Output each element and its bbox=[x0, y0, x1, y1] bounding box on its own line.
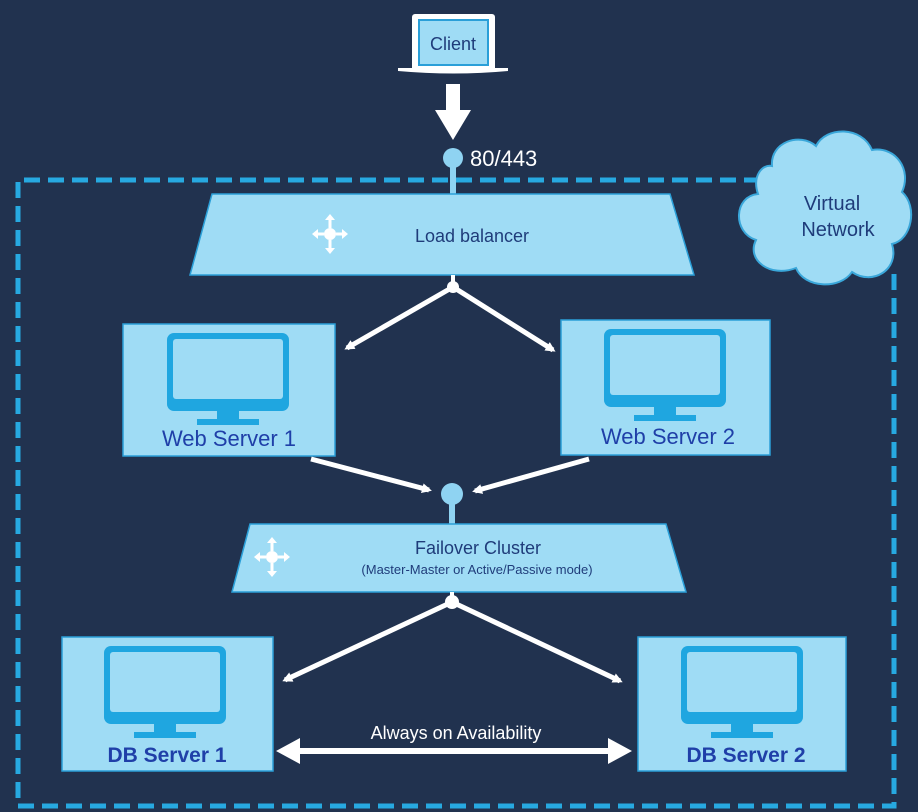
db-server-2-label: DB Server 2 bbox=[686, 744, 805, 767]
arrow-to-web-server-2 bbox=[451, 284, 556, 353]
port-node bbox=[443, 148, 463, 168]
db-server-1-monitor-icon bbox=[104, 646, 226, 738]
arrow-to-db-server-2 bbox=[450, 599, 623, 684]
failover-cluster-sublabel: (Master-Master or Active/Passive mode) bbox=[361, 562, 592, 577]
arrow-from-web-server-1 bbox=[310, 456, 432, 494]
replication-label: Always on Availability bbox=[371, 723, 542, 743]
arrow-to-db-server-1 bbox=[282, 599, 454, 683]
load-balancer-box[interactable] bbox=[189, 193, 696, 276]
network-label-line2: Network bbox=[801, 219, 875, 241]
failover-cluster-icon bbox=[254, 537, 290, 577]
failover-join-node bbox=[441, 483, 463, 505]
db-server-2-monitor-icon bbox=[681, 646, 803, 738]
failover-cluster-label: Failover Cluster bbox=[415, 538, 541, 558]
cloud-icon bbox=[738, 130, 912, 286]
client-laptop-icon[interactable] bbox=[398, 14, 508, 74]
network-label-line1: Virtual bbox=[804, 193, 860, 215]
client-label: Client bbox=[430, 34, 476, 54]
failover-cluster-box[interactable] bbox=[231, 523, 688, 593]
web-server-2-monitor-icon bbox=[604, 329, 726, 421]
db-server-1-label: DB Server 1 bbox=[107, 744, 226, 767]
load-balancer-icon bbox=[312, 214, 348, 254]
load-balancer-label: Load balancer bbox=[415, 226, 529, 246]
web-server-2-label: Web Server 2 bbox=[601, 424, 735, 449]
replication-double-arrow bbox=[276, 738, 632, 764]
web-server-1-monitor-icon bbox=[167, 333, 289, 425]
arrow-from-web-server-2 bbox=[472, 456, 590, 494]
arrow-to-web-server-1 bbox=[344, 284, 455, 351]
client-arrow bbox=[435, 84, 471, 140]
web-server-1-label: Web Server 1 bbox=[162, 426, 296, 451]
virtual-network-border bbox=[15, 177, 897, 809]
port-label: 80/443 bbox=[470, 146, 537, 171]
